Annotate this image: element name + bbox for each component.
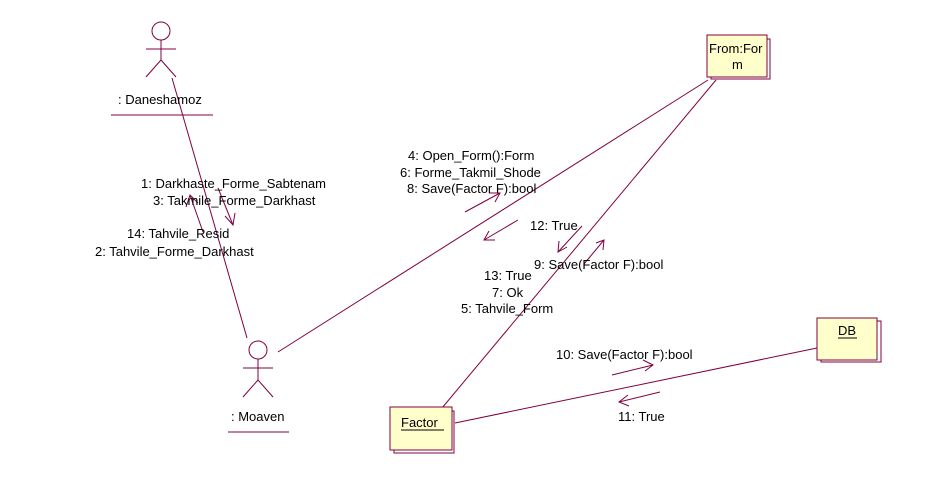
object-db-label: DB (838, 323, 856, 338)
link-moaven-form (277, 79, 709, 353)
link-form-factor (441, 79, 717, 409)
arrow-12 (483, 219, 519, 241)
object-db[interactable]: DB (816, 317, 882, 363)
arrow-11 (618, 391, 661, 407)
message-11: 11: True (618, 409, 665, 424)
actor-leg-right (257, 379, 274, 398)
message-5: 5: Tahvile_Form (461, 301, 553, 316)
object-factor[interactable]: Factor (389, 406, 455, 454)
message-6: 6: Forme_Takmil_Shode (400, 165, 541, 180)
object-factor-label: Factor (401, 415, 439, 430)
object-form[interactable]: From:For m (706, 34, 771, 80)
actor-daneshamoz[interactable]: : Daneshamoz (111, 21, 213, 116)
actor-head (248, 340, 268, 360)
actor-leg-left (145, 59, 162, 78)
message-4: 4: Open_Form():Form (408, 148, 534, 163)
actor-leg-right (160, 59, 177, 78)
message-10: 10: Save(Factor F):bool (556, 347, 693, 362)
link-factor-db (454, 347, 818, 424)
message-13: 13: True (484, 268, 532, 283)
arrow-9 (583, 239, 605, 265)
message-14: 14: Tahvile_Resid (127, 226, 229, 241)
object-form-label-line2: m (732, 57, 743, 72)
arrow-1-3 (217, 187, 236, 227)
object-box (816, 317, 878, 361)
link-daneshamoz-moaven (171, 77, 248, 339)
message-3: 3: Takmile_Forme_Darkhast (153, 193, 316, 208)
message-12: 12: True (530, 218, 578, 233)
message-9: 9: Save(Factor F):bool (534, 257, 663, 272)
actor-leg-left (242, 379, 259, 398)
actor-head (151, 21, 171, 41)
arrow-13-7-5 (557, 225, 583, 253)
arrow-14-2 (185, 194, 204, 233)
message-7: 7: Ok (492, 285, 524, 300)
object-form-label-line1: From:For (709, 41, 763, 56)
arrow-10 (611, 359, 654, 376)
object-box (706, 34, 768, 78)
actor-moaven-label: : Moaven (231, 409, 284, 424)
message-2: 2: Tahvile_Forme_Darkhast (95, 244, 254, 259)
message-1: 1: Darkhaste_Forme_Sabtenam (141, 176, 326, 191)
message-8: 8: Save(Factor F):bool (407, 181, 536, 196)
actor-daneshamoz-label: : Daneshamoz (118, 92, 202, 107)
object-box (389, 406, 453, 451)
arrow-4-6-8 (464, 192, 501, 213)
actor-moaven[interactable]: : Moaven (228, 340, 289, 433)
